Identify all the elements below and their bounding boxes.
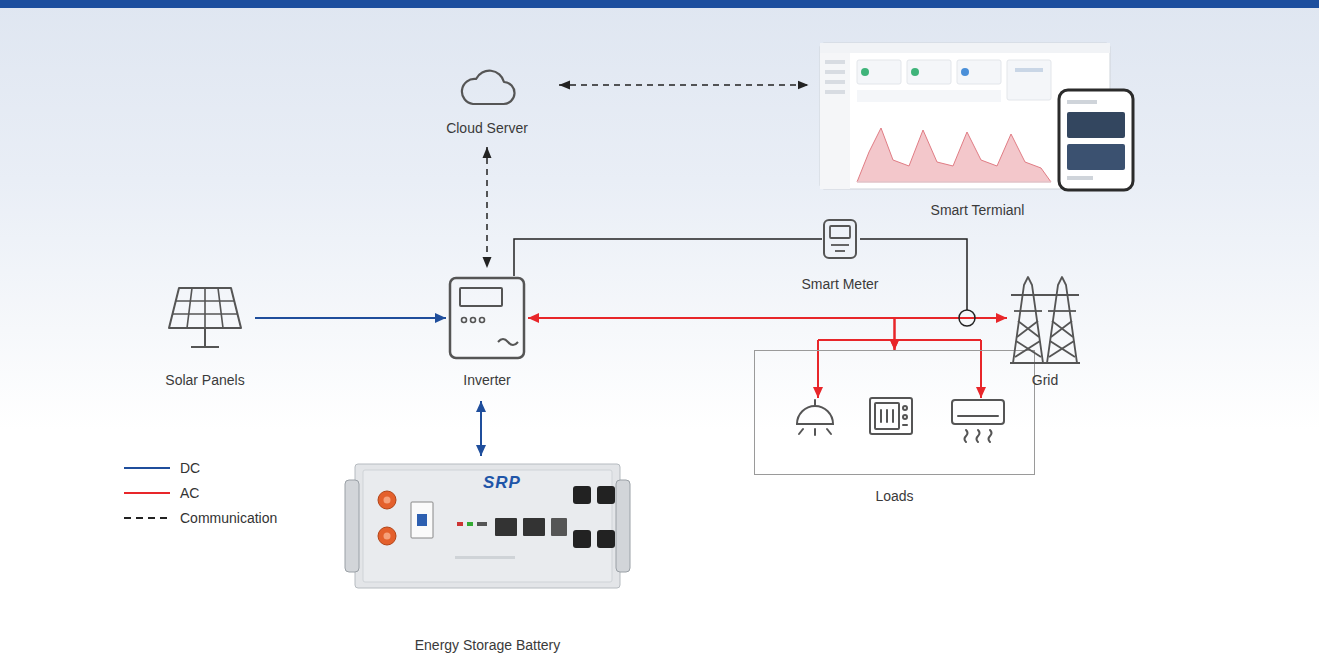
cloud-server-node: Cloud Server xyxy=(423,62,551,137)
solar-icon xyxy=(165,282,245,354)
node-label: Inverter xyxy=(416,372,558,389)
meter-icon xyxy=(822,218,858,260)
node-label: Energy Storage Battery xyxy=(341,637,634,654)
connector xyxy=(486,147,488,268)
load-icons xyxy=(754,350,1029,475)
grid-node: Grid xyxy=(981,271,1109,389)
legend: DC AC Communication xyxy=(124,455,277,530)
connector xyxy=(559,84,809,86)
smart-meter-node: Smart Meter xyxy=(786,218,894,293)
connector xyxy=(480,401,482,456)
header-bar xyxy=(0,0,1319,8)
legend-text: AC xyxy=(180,485,199,501)
node-label: Loads xyxy=(755,488,1034,505)
grid-icon xyxy=(1009,271,1081,365)
legend-item: DC xyxy=(124,455,277,480)
connector xyxy=(255,317,446,319)
cloud-icon xyxy=(459,62,515,108)
legend-text: DC xyxy=(180,460,200,476)
connector xyxy=(528,318,895,350)
load-branch xyxy=(818,339,981,341)
legend-text: Communication xyxy=(180,510,277,526)
node-label: Smart Termianl xyxy=(811,202,1144,219)
terminal-icon xyxy=(819,42,1137,192)
load-branch xyxy=(817,340,819,398)
smart-terminal-node: Smart Termianl xyxy=(811,42,1144,219)
inverter-node: Inverter xyxy=(416,276,558,389)
node-label: Cloud Server xyxy=(423,120,551,137)
loads-box: Loads xyxy=(754,350,1035,475)
legend-sample xyxy=(124,513,170,523)
node-label: Grid xyxy=(981,372,1109,389)
connector xyxy=(895,318,1008,350)
inverter-icon xyxy=(448,276,526,360)
brand-logo: SRP xyxy=(483,473,521,493)
legend-item: AC xyxy=(124,480,277,505)
connector xyxy=(514,239,822,276)
current-sensor xyxy=(959,310,975,326)
node-label: Solar Panels xyxy=(141,372,269,389)
legend-sample xyxy=(124,463,170,473)
node-label: Smart Meter xyxy=(786,276,894,293)
legend-item: Communication xyxy=(124,505,277,530)
meter-wire xyxy=(860,239,967,310)
load-branch xyxy=(980,340,982,398)
legend-sample xyxy=(124,488,170,498)
solar-panels-node: Solar Panels xyxy=(141,282,269,389)
